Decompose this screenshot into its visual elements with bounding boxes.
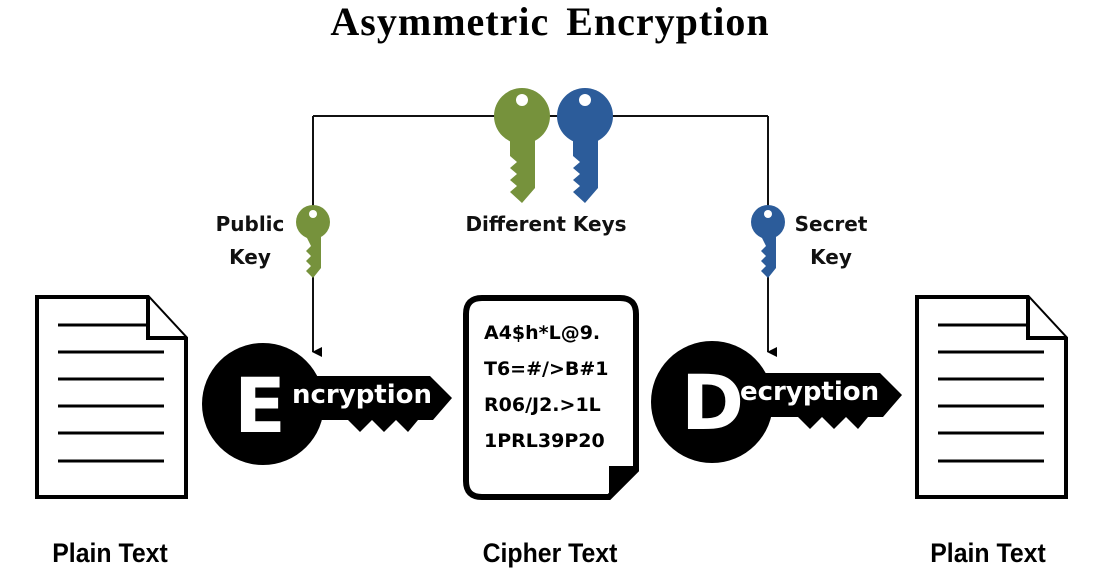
secret-key-label: Secret Key xyxy=(780,208,882,274)
decryption-label: ecryption xyxy=(740,377,880,407)
encryption-initial: E xyxy=(234,361,286,450)
public-key-large-icon xyxy=(494,88,550,203)
public-key-label-line2: Key xyxy=(229,245,271,269)
encryption-key-shape xyxy=(202,343,452,465)
decryption-key-shape xyxy=(651,341,902,463)
cipher-text-line: T6=#/>B#1 xyxy=(484,358,609,380)
secret-key-large-icon xyxy=(557,88,613,203)
plain-text-label-left: Plain Text xyxy=(52,538,168,568)
cipher-text-document-icon xyxy=(463,295,639,500)
cipher-text-line: A4$h*L@9. xyxy=(484,322,601,344)
cipher-text-line: R06/J2.>1L xyxy=(484,394,601,416)
public-key-label-line1: Public xyxy=(215,212,285,236)
cipher-text-label: Cipher Text xyxy=(482,538,618,568)
plain-text-document-icon xyxy=(915,295,1068,499)
plain-text-label-right: Plain Text xyxy=(930,538,1046,568)
public-key-icon xyxy=(296,205,330,278)
diagram-title: Asymmetric Encryption xyxy=(330,0,770,44)
secret-key-icon xyxy=(751,205,785,278)
different-keys-label: Different Keys xyxy=(465,212,627,236)
public-key-label: Public Key xyxy=(200,208,300,274)
plain-text-document-icon xyxy=(35,295,188,499)
encryption-label: ncryption xyxy=(292,380,433,410)
cipher-text-content: A4$h*L@9. T6=#/>B#1 R06/J2.>1L 1PRL39P20 xyxy=(484,315,609,459)
secret-key-label-line1: Secret xyxy=(794,212,868,236)
secret-key-label-line2: Key xyxy=(810,245,852,269)
cipher-text-line: 1PRL39P20 xyxy=(484,430,605,452)
decryption-initial: D xyxy=(681,358,745,447)
